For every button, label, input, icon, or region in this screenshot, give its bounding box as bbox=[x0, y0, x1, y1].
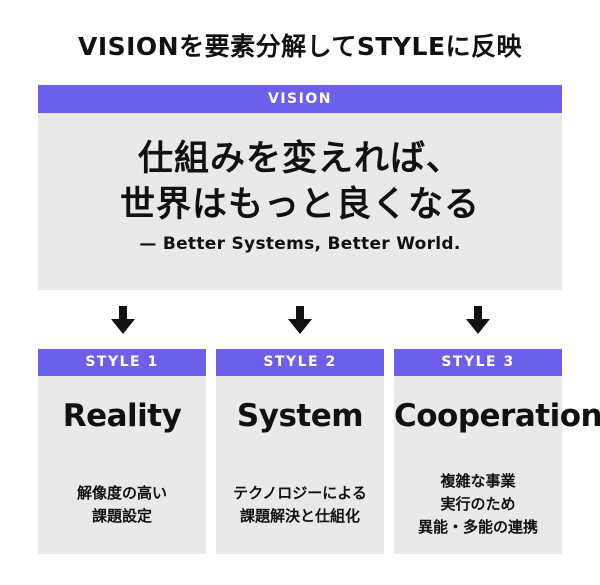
style-card-description-line: 複雑な事業 bbox=[440, 472, 516, 490]
style-card-body: Cooperation 複雑な事業 実行のため 異能・多能の連携 bbox=[394, 376, 600, 554]
style-card-1: STYLE 1 Reality 解像度の高い 課題設定 bbox=[38, 349, 206, 554]
style-card-description-line: 課題設定 bbox=[91, 507, 152, 525]
style-card-description-line: 異能・多能の連携 bbox=[417, 518, 538, 536]
style-card-description-line: 実行のため bbox=[440, 495, 516, 513]
page-title: VISIONを要素分解してSTYLEに反映 bbox=[77, 32, 523, 61]
style-card-label: STYLE 3 bbox=[394, 349, 562, 376]
down-arrow-icon bbox=[111, 306, 135, 336]
style-card-description: テクノロジーによる 課題解決と仕組化 bbox=[216, 482, 384, 528]
style-card-description-line: 解像度の高い bbox=[76, 484, 167, 502]
style-card-description-line: テクノロジーによる bbox=[233, 484, 367, 502]
style-card-label: STYLE 1 bbox=[38, 349, 206, 376]
down-arrow-icon bbox=[288, 306, 312, 336]
down-arrow-icon bbox=[466, 306, 490, 336]
style-card-body: Reality 解像度の高い 課題設定 bbox=[38, 376, 206, 554]
vision-statement-line-1: 仕組みを変えれば、 bbox=[137, 139, 462, 179]
style-card-name: System bbox=[236, 398, 364, 434]
vision-statement-line-2: 世界はもっと良くなる bbox=[119, 185, 480, 225]
vision-header: VISION bbox=[38, 85, 562, 113]
style-card-name: Reality bbox=[62, 398, 182, 434]
style-card-description: 複雑な事業 実行のため 異能・多能の連携 bbox=[394, 470, 562, 539]
style-card-name: Cooperation bbox=[394, 398, 600, 434]
style-card-2: STYLE 2 System テクノロジーによる 課題解決と仕組化 bbox=[216, 349, 384, 554]
style-card-3: STYLE 3 Cooperation 複雑な事業 実行のため 異能・多能の連携 bbox=[394, 349, 600, 554]
vision-panel: 仕組みを変えれば、 世界はもっと良くなる — Better Systems, B… bbox=[38, 113, 562, 290]
style-card-description-line: 課題解決と仕組化 bbox=[239, 507, 360, 525]
style-card-description: 解像度の高い 課題設定 bbox=[38, 482, 206, 528]
style-card-label: STYLE 2 bbox=[216, 349, 384, 376]
style-card-body: System テクノロジーによる 課題解決と仕組化 bbox=[216, 376, 384, 554]
vision-subtitle: — Better Systems, Better World. bbox=[139, 234, 461, 254]
